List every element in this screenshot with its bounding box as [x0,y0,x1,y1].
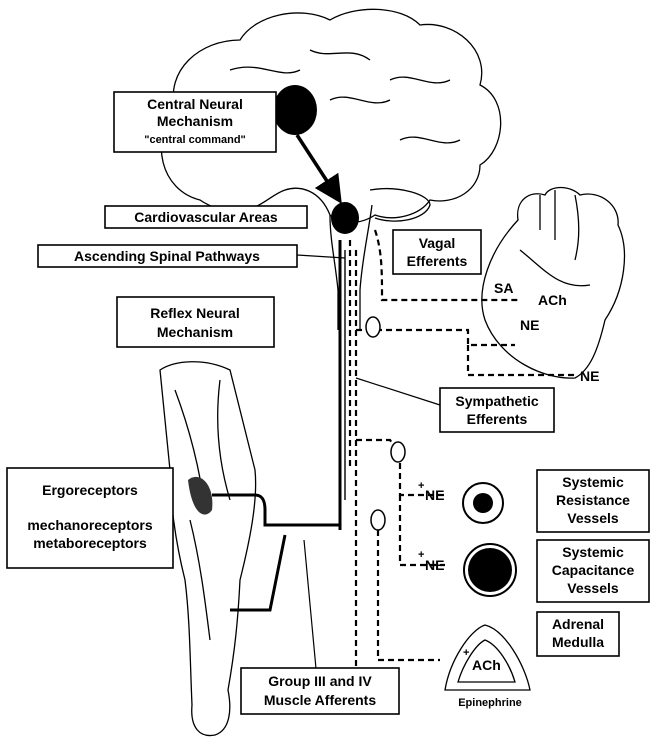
vagal-line2: Efferents [407,253,468,269]
group-line1: Group III and IV [268,673,372,689]
brainstem-left [330,215,338,330]
plus-capacitance: + [418,549,424,561]
sympathetic-leader [356,378,440,405]
ne-heart-label-2: NE [580,368,599,384]
ganglion-adrenal [371,510,385,530]
plus-resistance: + [418,480,424,492]
sympathetic-heart-path-2 [468,345,575,375]
resistance-line3: Vessels [567,510,619,526]
ergo-line2: mechanoreceptors [27,517,152,533]
sa-node-label: SA [494,280,513,296]
central-mechanism-line3: "central command" [144,134,246,146]
adrenal-path [378,530,440,660]
sympathetic-line1: Sympathetic [455,393,538,409]
brainstem-right [360,205,372,330]
ganglion-vessels [391,442,405,462]
capacitance-vessel-lumen [468,548,512,592]
capacitance-line3: Vessels [567,580,619,596]
resistance-line1: Systemic [562,474,624,490]
central-command-node [273,85,317,135]
sympathetic-line2: Efferents [467,411,528,427]
adrenal-line2: Medulla [552,634,604,650]
capacitance-line2: Capacitance [552,562,635,578]
central-mechanism-line1: Central Neural [147,96,243,112]
cardiovascular-areas-node [331,202,359,234]
epinephrine-label: Epinephrine [458,697,522,709]
vagal-line1: Vagal [419,235,456,251]
heart-vessels [520,190,590,286]
group-line2: Muscle Afferents [264,692,377,708]
adrenal-line1: Adrenal [552,616,604,632]
ganglion-heart [366,317,380,337]
muscle-dark [188,477,212,515]
ne-heart-label-1: NE [520,317,539,333]
ne-resistance-label: NE [425,487,444,503]
plus-adrenal: + [463,647,469,659]
central-mechanism-line2: Mechanism [157,113,233,129]
reflex-line1: Reflex Neural [150,305,239,321]
resistance-vessel-lumen [473,493,493,513]
capacitance-line1: Systemic [562,544,624,560]
resistance-line2: Resistance [556,492,630,508]
afferent-path-upper [212,495,340,525]
ach-adrenal-label: ACh [472,657,501,673]
reflex-line2: Mechanism [157,324,233,340]
ascending-label: Ascending Spinal Pathways [74,248,260,264]
ergo-line3: metaboreceptors [33,535,147,551]
ach-heart-label: ACh [538,292,567,308]
ascending-leader [297,255,345,258]
ne-capacitance-label: NE [425,557,444,573]
ergo-line1: Ergoreceptors [42,482,138,498]
cardio-areas-label: Cardiovascular Areas [134,209,278,225]
